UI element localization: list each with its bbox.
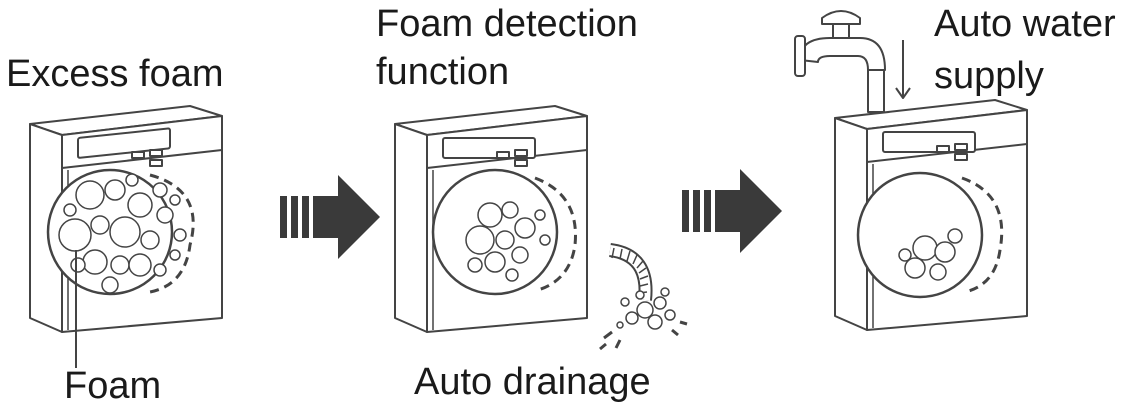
faucet-icon	[794, 10, 911, 113]
drain-splash	[599, 287, 688, 351]
right-arrow-icon	[682, 169, 782, 253]
foam-bubbles-1	[58, 173, 187, 294]
label-foam-detection-line1: Foam detection	[376, 3, 638, 45]
washing-machine-water-supply	[834, 99, 1028, 331]
right-arrow-icon	[280, 175, 380, 259]
label-auto-water-line2: supply	[934, 55, 1044, 97]
label-excess-foam: Excess foam	[6, 53, 224, 95]
label-auto-drainage: Auto drainage	[414, 361, 651, 403]
label-foam: Foam	[64, 365, 162, 407]
label-auto-water-line1: Auto water	[934, 3, 1116, 45]
foam-bubbles-2	[465, 201, 551, 282]
label-foam-detection-line2: function	[376, 51, 510, 93]
foam-bubbles-3	[898, 228, 963, 281]
washing-machine-foam-detection	[394, 105, 588, 333]
